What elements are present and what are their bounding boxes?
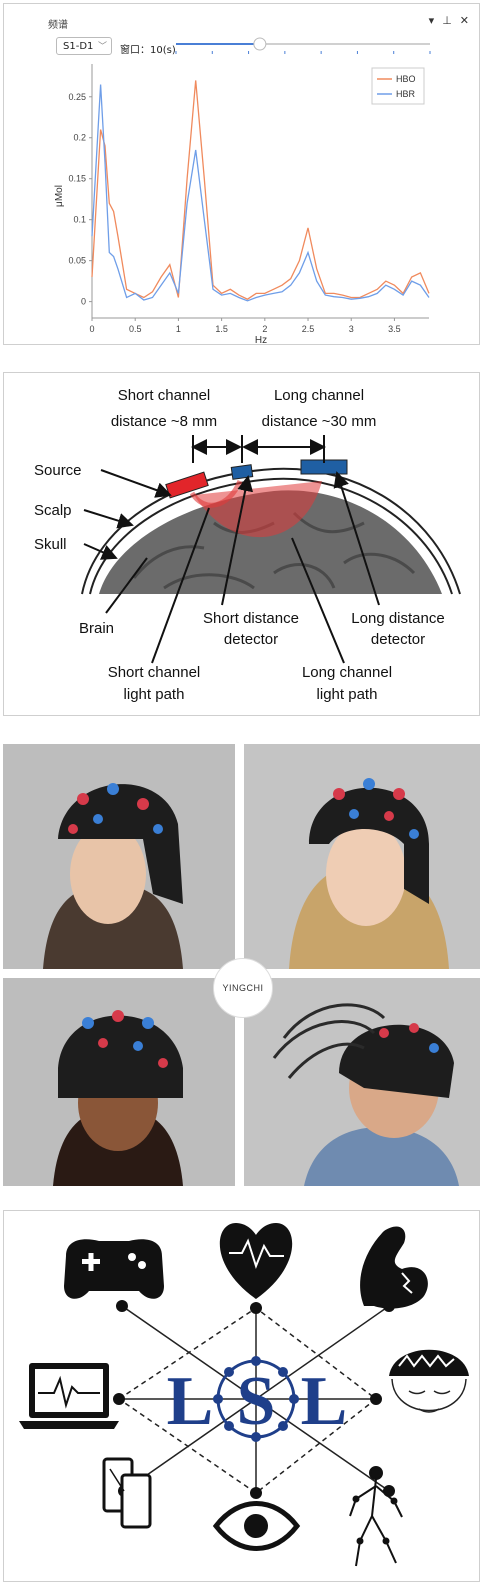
x-tick-label: 0	[89, 324, 94, 334]
slider-ticks	[175, 51, 431, 54]
smartphones-icon	[102, 1457, 152, 1529]
x-axis-label: Hz	[255, 335, 267, 346]
photo-model-2	[244, 744, 480, 969]
muscle-arm-icon	[360, 1226, 428, 1309]
long-light-path	[194, 481, 322, 538]
laptop-ecg-icon	[19, 1363, 119, 1429]
photo-model-1	[3, 744, 235, 969]
lsl-hub-panel: L S L	[3, 1210, 480, 1582]
fnirs-diagram-panel: Short channel distance ~8 mm Long channe…	[3, 372, 480, 716]
x-tick-label: 0.5	[129, 324, 142, 334]
chevron-down-icon: ﹀	[97, 42, 107, 52]
y-tick-label: 0.2	[73, 133, 86, 143]
photo-model-4	[244, 978, 480, 1186]
short-detector-label-1: Short distance	[203, 610, 299, 627]
long-distance-label: distance ~30 mm	[262, 413, 377, 430]
fnirs-diagram: Short channel distance ~8 mm Long channe…	[34, 387, 461, 703]
gamepad-icon	[64, 1239, 164, 1299]
window-slider[interactable]	[174, 36, 432, 56]
x-tick-label: 3	[349, 324, 354, 334]
lsl-letter-s: S	[237, 1363, 276, 1440]
y-axis-label: μMol	[54, 185, 65, 207]
slider-thumb[interactable]	[253, 37, 267, 51]
long-path-label-1: Long channel	[302, 664, 392, 681]
y-tick-label: 0.05	[68, 256, 86, 266]
long-detector-label-1: Long distance	[351, 610, 444, 627]
lsl-letter-l1: L	[167, 1363, 214, 1440]
heart-icon	[219, 1223, 293, 1299]
series-line-hbr	[91, 84, 430, 302]
channel-select[interactable]: S1-D1 ﹀	[56, 37, 112, 55]
x-tick-label: 1.5	[215, 324, 228, 334]
photo-model-3	[3, 978, 235, 1186]
product-photo-grid: YINGCHI	[3, 744, 480, 1186]
channel-select-value: S1-D1	[63, 41, 94, 52]
eeg-cap-face-icon	[389, 1349, 469, 1413]
long-path-label-2: light path	[317, 686, 378, 703]
x-tick-label: 3.5	[388, 324, 401, 334]
x-tick-label: 1	[176, 324, 181, 334]
skull-line	[89, 477, 453, 595]
short-detector-optode	[230, 464, 254, 480]
short-distance-label: distance ~8 mm	[111, 413, 217, 430]
long-detector-label-2: detector	[371, 631, 425, 648]
x-tick-label: 2.5	[302, 324, 315, 334]
x-tick-label: 2	[262, 324, 267, 334]
source-optode	[165, 471, 209, 499]
legend: HBO HBR	[371, 67, 425, 105]
long-channel-label: Long channel	[274, 387, 364, 404]
spectrum-window: 频谱 ▾ ⊥ ✕ S1-D1 ﹀ 窗口：10(s) 0 0.5 1 1.5 2 2.5 3 3…	[3, 3, 480, 346]
y-tick-label: 0.15	[68, 174, 86, 184]
dropdown-icon[interactable]: ▾	[428, 15, 435, 27]
legend-hbo-label: HBO	[396, 74, 416, 84]
y-tick-label: 0.25	[68, 92, 86, 102]
brain-label: Brain	[79, 620, 114, 637]
skeleton-motion-icon	[349, 1466, 403, 1567]
legend-hbr-label: HBR	[396, 89, 416, 99]
close-icon[interactable]: ✕	[459, 15, 469, 27]
scalp-label: Scalp	[34, 502, 72, 519]
source-label: Source	[34, 462, 82, 479]
lsl-diagram: L S L	[19, 1223, 469, 1567]
scalp-line	[81, 467, 461, 595]
pin-icon[interactable]: ⊥	[442, 15, 452, 27]
brand-badge: YINGCHI	[213, 958, 273, 1018]
brain-shape	[99, 490, 442, 594]
short-path-label-2: light path	[124, 686, 185, 703]
lsl-letter-l2: L	[301, 1363, 348, 1440]
short-channel-label: Short channel	[118, 387, 211, 404]
series-line-hbo	[91, 80, 430, 300]
short-detector-label-2: detector	[224, 631, 278, 648]
window-length-label: 窗口：10(s)	[120, 45, 176, 56]
window-title: 频谱	[48, 20, 68, 31]
short-path-label-1: Short channel	[108, 664, 201, 681]
eye-icon	[212, 1501, 301, 1551]
skull-label: Skull	[34, 536, 67, 553]
y-tick-label: 0.1	[73, 215, 86, 225]
window-controls: ▾ ⊥ ✕	[429, 14, 469, 27]
y-tick-label: 0	[81, 297, 86, 307]
